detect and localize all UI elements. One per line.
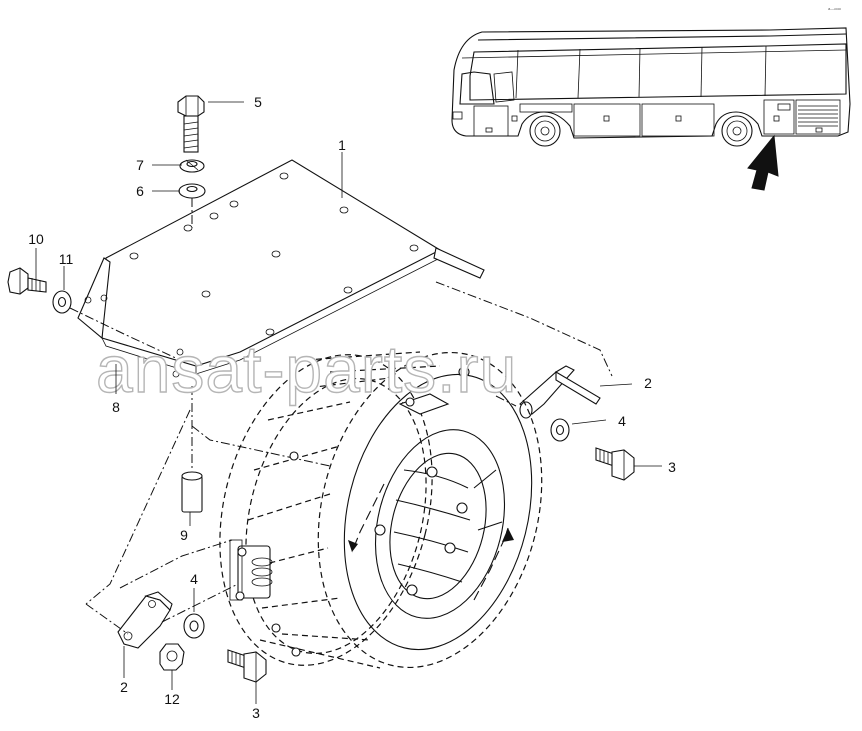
- fan-wheel-assembly: [219, 351, 543, 669]
- callout-9: 9: [180, 527, 188, 543]
- callout-11: 11: [59, 251, 74, 267]
- bolt-3-upper: [595, 447, 635, 481]
- washer-4-lower: [183, 613, 205, 639]
- location-arrow-icon: [747, 134, 779, 191]
- callout-7: 7: [136, 157, 144, 173]
- bolt-3-lower: [227, 649, 267, 683]
- callout-10: 10: [28, 231, 44, 247]
- washer-4-upper: [550, 418, 570, 442]
- callout-5: 5: [254, 94, 262, 110]
- bolt-10: [7, 267, 47, 295]
- pin-9: [181, 471, 203, 513]
- mounting-plate: [77, 159, 485, 378]
- callout-2-upper: 2: [644, 375, 652, 391]
- callout-12: 12: [164, 691, 180, 707]
- callout-3-upper: 3: [668, 459, 676, 475]
- callout-6: 6: [136, 183, 144, 199]
- callout-8: 8: [112, 399, 120, 415]
- callout-4-upper: 4: [618, 413, 626, 429]
- washer-6: [178, 183, 206, 199]
- bracket-2-lower: [117, 591, 173, 649]
- callout-4-lower: 4: [190, 571, 198, 587]
- callout-3-lower: 3: [252, 705, 260, 721]
- leader-lines: [35, 101, 662, 704]
- bracket-2-upper: [519, 365, 601, 419]
- bolt-5: [177, 95, 205, 153]
- watermark-text: ansat-parts.ru: [96, 332, 517, 406]
- washer-11: [52, 290, 72, 314]
- callout-1: 1: [338, 137, 346, 153]
- nut-12: [159, 643, 185, 671]
- corner-mark: a—ooo: [828, 6, 842, 11]
- callout-2-lower: 2: [120, 679, 128, 695]
- lock-washer-7: [179, 159, 205, 173]
- bus-side-view-icon: [451, 27, 851, 147]
